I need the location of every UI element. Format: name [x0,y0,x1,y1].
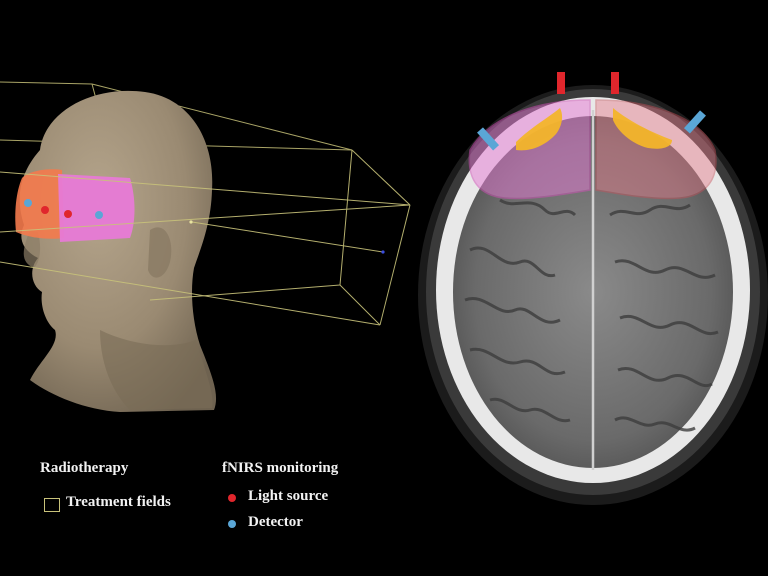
treatment-field-pink [58,174,135,242]
detector-marker [95,211,103,219]
head-shape [19,90,217,413]
treatment-field-orange [15,169,64,239]
legend-radiotherapy-title: Radiotherapy [40,460,129,476]
light-source-marker [64,210,72,218]
detector-marker [24,199,32,207]
sensitivity-band-right [613,108,672,149]
sensitivity-band-left [516,108,563,151]
legend-detector-label: Detector [248,514,303,530]
detector-swatch [228,520,236,528]
beam-target-point [381,250,385,254]
neck-shade [100,330,213,410]
ear-shape [148,227,172,278]
legend-light-source-label: Light source [248,488,329,504]
light-source-marker [41,206,49,214]
legend-fnirs-title: fNIRS monitoring [222,460,339,476]
light-source-probe [611,72,619,94]
treatment-fields-swatch [44,498,60,512]
nose-shape [23,230,41,268]
legend-treatment-fields-label: Treatment fields [66,494,171,510]
light-source-probe [557,72,565,94]
head-illustration [0,81,411,413]
ct-sulci [464,198,719,432]
detector-probe [477,127,500,151]
light-source-swatch [228,494,236,502]
treatment-field-wireframe-front [0,149,411,326]
isocenter-point [189,220,193,224]
detector-probe [683,110,706,134]
ct-brain-slice [418,72,768,505]
